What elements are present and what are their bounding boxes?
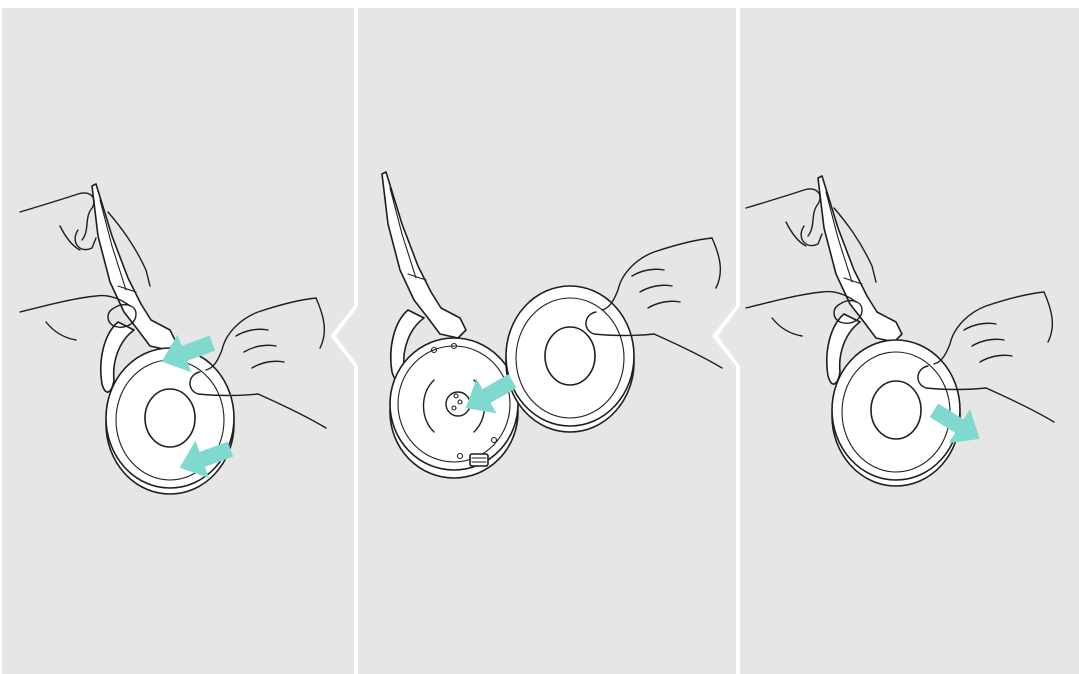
step-panel-3 <box>718 8 1079 674</box>
ear-pad-icon <box>506 286 634 432</box>
step-panel-1 <box>2 8 354 674</box>
step-panel-2 <box>336 8 736 674</box>
ear-pad-icon <box>106 348 234 494</box>
ear-cup-icon <box>390 338 518 478</box>
